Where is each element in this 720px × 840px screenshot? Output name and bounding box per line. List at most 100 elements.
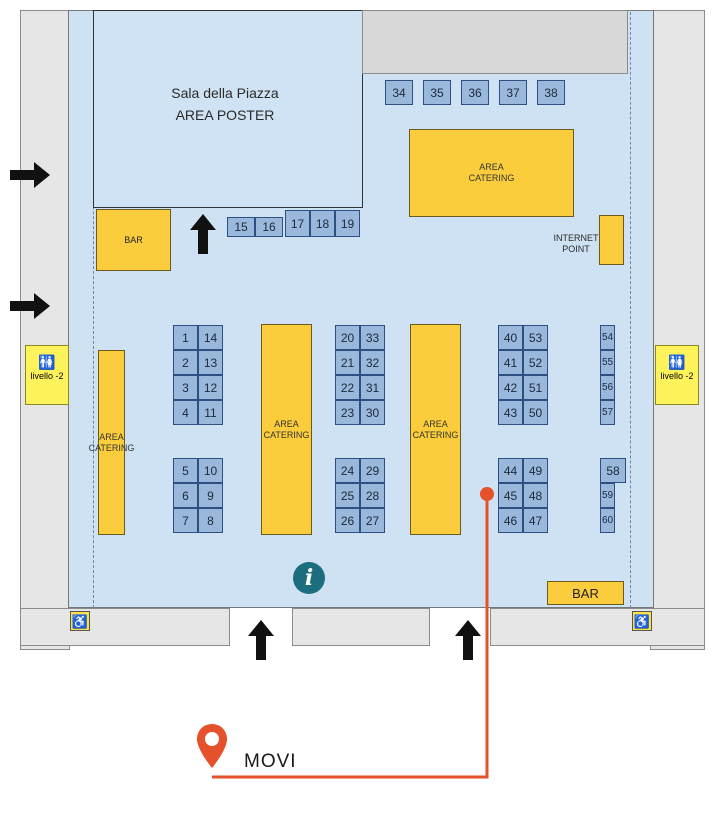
- booth-57[interactable]: 57: [600, 400, 615, 425]
- bar-left: BAR: [96, 209, 171, 271]
- bar-right-label: BAR: [572, 585, 599, 601]
- booth-31[interactable]: 31: [360, 375, 385, 400]
- booth-6[interactable]: 6: [173, 483, 198, 508]
- booth-1[interactable]: 1: [173, 325, 198, 350]
- route-destination-label: MOVI: [244, 751, 297, 772]
- entrance-arrow-poster: [190, 214, 216, 254]
- entrance-arrow-bottom-right: [455, 620, 481, 660]
- service-area-top: [362, 10, 628, 74]
- internet-point-label: INTERNET POINT: [553, 233, 599, 254]
- booth-55[interactable]: 55: [600, 350, 615, 375]
- booth-29[interactable]: 29: [360, 458, 385, 483]
- booth-60[interactable]: 60: [600, 508, 615, 533]
- booth-23[interactable]: 23: [335, 400, 360, 425]
- toilet-right-label: livello -2: [660, 371, 694, 381]
- booth-24[interactable]: 24: [335, 458, 360, 483]
- booth-34[interactable]: 34: [385, 80, 413, 105]
- wheelchair-icon-left: ♿: [70, 611, 90, 631]
- booth-43[interactable]: 43: [498, 400, 523, 425]
- bottom-wall-left: [20, 608, 230, 646]
- booth-28[interactable]: 28: [360, 483, 385, 508]
- booth-51[interactable]: 51: [523, 375, 548, 400]
- poster-room-title: Sala della Piazza: [171, 85, 279, 101]
- booth-35[interactable]: 35: [423, 80, 451, 105]
- booth-33[interactable]: 33: [360, 325, 385, 350]
- booth-30[interactable]: 30: [360, 400, 385, 425]
- booth-26[interactable]: 26: [335, 508, 360, 533]
- toilet-left: 🚻 livello -2: [25, 345, 69, 405]
- booth-32[interactable]: 32: [360, 350, 385, 375]
- booth-12[interactable]: 12: [198, 375, 223, 400]
- booth-47[interactable]: 47: [523, 508, 548, 533]
- left-building-wing: [20, 10, 70, 650]
- catering-area-center-right: AREA CATERING: [410, 324, 461, 535]
- catering-area-left: AREA CATERING: [89, 350, 134, 535]
- booth-42[interactable]: 42: [498, 375, 523, 400]
- booth-3[interactable]: 3: [173, 375, 198, 400]
- booth-22[interactable]: 22: [335, 375, 360, 400]
- info-point-icon[interactable]: i: [293, 562, 325, 594]
- catering-area-center-left: AREA CATERING: [261, 324, 312, 535]
- internet-point: [599, 215, 624, 265]
- booth-21[interactable]: 21: [335, 350, 360, 375]
- poster-room: Sala della Piazza AREA POSTER: [93, 10, 363, 208]
- booth-41[interactable]: 41: [498, 350, 523, 375]
- booth-48[interactable]: 48: [523, 483, 548, 508]
- booth-19[interactable]: 19: [335, 210, 360, 237]
- entrance-arrow-left-bottom: [10, 293, 50, 319]
- bottom-wall-center: [292, 608, 430, 646]
- booth-18[interactable]: 18: [310, 210, 335, 237]
- booth-46[interactable]: 46: [498, 508, 523, 533]
- booth-7[interactable]: 7: [173, 508, 198, 533]
- dashed-line-left: [93, 12, 94, 608]
- booth-11[interactable]: 11: [198, 400, 223, 425]
- booth-5[interactable]: 5: [173, 458, 198, 483]
- booth-58[interactable]: 58: [600, 458, 626, 483]
- booth-27[interactable]: 27: [360, 508, 385, 533]
- booth-2[interactable]: 2: [173, 350, 198, 375]
- bar-right: BAR: [547, 581, 624, 605]
- catering-area-top: AREA CATERING: [409, 129, 574, 217]
- entrance-arrow-bottom-left: [248, 620, 274, 660]
- toilet-left-icon: 🚻: [38, 354, 56, 370]
- booth-59[interactable]: 59: [600, 483, 615, 508]
- booth-16[interactable]: 16: [255, 217, 283, 237]
- booth-9[interactable]: 9: [198, 483, 223, 508]
- booth-53[interactable]: 53: [523, 325, 548, 350]
- booth-37[interactable]: 37: [499, 80, 527, 105]
- booth-4[interactable]: 4: [173, 400, 198, 425]
- booth-50[interactable]: 50: [523, 400, 548, 425]
- toilet-left-label: livello -2: [30, 371, 64, 381]
- booth-56[interactable]: 56: [600, 375, 615, 400]
- booth-8[interactable]: 8: [198, 508, 223, 533]
- booth-45[interactable]: 45: [498, 483, 523, 508]
- booth-54[interactable]: 54: [600, 325, 615, 350]
- booth-36[interactable]: 36: [461, 80, 489, 105]
- booth-44[interactable]: 44: [498, 458, 523, 483]
- wheelchair-icon-right: ♿: [632, 611, 652, 631]
- toilet-right-icon: 🚻: [668, 354, 686, 370]
- booth-49[interactable]: 49: [523, 458, 548, 483]
- booth-13[interactable]: 13: [198, 350, 223, 375]
- booth-52[interactable]: 52: [523, 350, 548, 375]
- booth-14[interactable]: 14: [198, 325, 223, 350]
- route-path: [212, 494, 489, 779]
- poster-room-subtitle: AREA POSTER: [175, 107, 275, 123]
- booth-20[interactable]: 20: [335, 325, 360, 350]
- location-pin-icon: [197, 724, 227, 768]
- booth-17[interactable]: 17: [285, 210, 310, 237]
- booth-25[interactable]: 25: [335, 483, 360, 508]
- dashed-line-right: [630, 12, 631, 608]
- booth-40[interactable]: 40: [498, 325, 523, 350]
- bar-left-label: BAR: [124, 235, 143, 245]
- booth-15[interactable]: 15: [227, 217, 255, 237]
- booth-38[interactable]: 38: [537, 80, 565, 105]
- booth-10[interactable]: 10: [198, 458, 223, 483]
